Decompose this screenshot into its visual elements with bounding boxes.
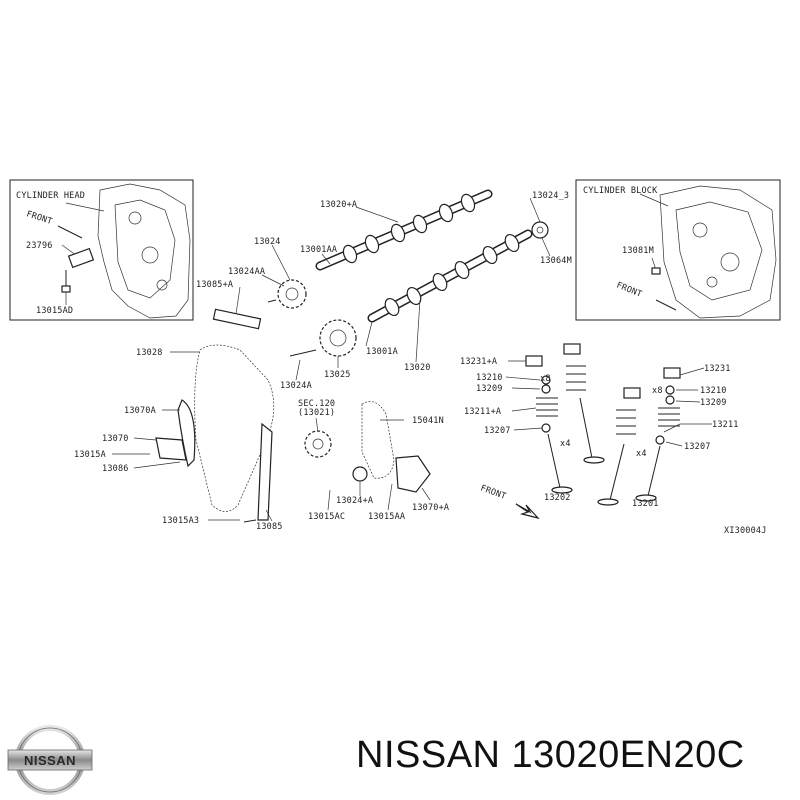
label-13070: 13070: [102, 434, 129, 444]
label-13070a: 13070A: [124, 406, 156, 416]
label-13085: 13085: [256, 522, 283, 532]
label-13001aa: 13001AA: [300, 245, 337, 255]
label-x4-right: x4: [636, 449, 647, 459]
label-13015a3: 13015A3: [162, 516, 199, 526]
nissan-logo: NISSAN: [7, 725, 93, 795]
label-13024plusa: 13024+A: [336, 496, 373, 506]
front-arrow-left: [57, 225, 83, 239]
valve-lifter-left: [525, 355, 543, 367]
label-13070plusa: 13070+A: [412, 503, 449, 513]
inset-frame-left: [9, 179, 194, 321]
timing-chain-13028: [194, 344, 275, 512]
label-13210-left: 13210: [476, 373, 503, 383]
front-arrow-right: [655, 299, 677, 311]
inset-cylinder-head: CYLINDER HEAD FRONT 23796 13015AD: [9, 179, 194, 321]
label-13021: (13021): [298, 408, 335, 418]
label-13001a: 13001A: [366, 347, 398, 357]
guide-13085a: [212, 308, 262, 330]
oil-pump-sprocket: [352, 466, 368, 482]
label-13231: 13231: [704, 364, 731, 374]
front-arrow-main: FRONT: [479, 483, 540, 520]
valve-spring-right: [658, 407, 680, 427]
sprocket-13025: [319, 319, 357, 357]
label-13209-right: 13209: [700, 398, 727, 408]
crank-sprocket: [304, 430, 332, 458]
label-13085a: 13085+A: [196, 280, 233, 290]
inset-title-cylinder-block: CYLINDER BLOCK: [583, 186, 658, 196]
valve-lifter-right: [663, 367, 681, 379]
label-13210-right: 13210: [700, 386, 727, 396]
inset-cylinder-block: CYLINDER BLOCK 13081M FRONT: [575, 179, 781, 321]
leader-lines: [112, 197, 712, 522]
label-13207-right: 13207: [684, 442, 711, 452]
label-13025: 13025: [324, 370, 351, 380]
label-13202: 13202: [544, 493, 571, 503]
sprocket-13024: [277, 279, 307, 309]
label-13209-left: 13209: [476, 384, 503, 394]
label-13211a: 13211+A: [464, 407, 501, 417]
camshafts: [315, 189, 549, 323]
inset-frame-right: [575, 179, 781, 321]
label-x8-left: x8: [540, 374, 551, 384]
valve-train: [525, 343, 681, 506]
cam-sensor-plate: [531, 221, 549, 239]
label-13211: 13211: [712, 420, 739, 430]
valve-spring-left: [536, 397, 558, 417]
tensioner-13070plusa: [395, 455, 431, 493]
front-label-main: FRONT: [479, 483, 507, 501]
oil-pump-chain-15041n: [361, 401, 395, 479]
reference-code: XI30004J: [724, 526, 767, 536]
label-x8-right: x8: [652, 386, 663, 396]
label-13024: 13024: [254, 237, 281, 247]
valve-13202: [547, 433, 561, 489]
label-13024aa: 13024AA: [228, 267, 265, 277]
tensioner-13070: [155, 437, 187, 461]
part-label-23796: 23796: [26, 241, 53, 251]
label-13020a: 13020+A: [320, 200, 357, 210]
label-13201: 13201: [632, 499, 659, 509]
label-13086: 13086: [102, 464, 129, 474]
label-sec120: SEC.120: [298, 399, 335, 409]
label-13028: 13028: [136, 348, 163, 358]
label-x4-left: x4: [560, 439, 571, 449]
inset-title-cylinder-head: CYLINDER HEAD: [16, 191, 85, 201]
camshaft-lower: [367, 229, 533, 323]
valve-13201: [647, 445, 661, 497]
front-label-left: FRONT: [25, 209, 53, 227]
chain-guide-13085: [257, 422, 273, 521]
label-13015aa: 13015AA: [368, 512, 405, 522]
part-labels: 13020+A 13024 13001AA 13024AA 13085+A 13…: [74, 191, 767, 536]
label-13207-left: 13207: [484, 426, 511, 436]
label-13024a: 13024A: [280, 381, 312, 391]
front-label-right: FRONT: [615, 281, 643, 300]
label-13024-3: 13024_3: [532, 191, 569, 201]
label-13231a: 13231+A: [460, 357, 497, 367]
part-number-caption: NISSAN 13020EN20C: [356, 734, 745, 776]
timing-components: [155, 279, 431, 523]
logo-wordmark: NISSAN: [24, 753, 76, 768]
chain-guide-13070a: [177, 399, 196, 468]
label-13020: 13020: [404, 363, 431, 373]
label-13015ac: 13015AC: [308, 512, 345, 522]
camshaft-upper: [315, 189, 493, 271]
label-15041n: 15041N: [412, 416, 444, 426]
part-label-13081m: 13081M: [622, 246, 654, 256]
label-13015a: 13015A: [74, 450, 106, 460]
label-13064m: 13064M: [540, 256, 572, 266]
part-label-13015ad: 13015AD: [36, 306, 73, 316]
